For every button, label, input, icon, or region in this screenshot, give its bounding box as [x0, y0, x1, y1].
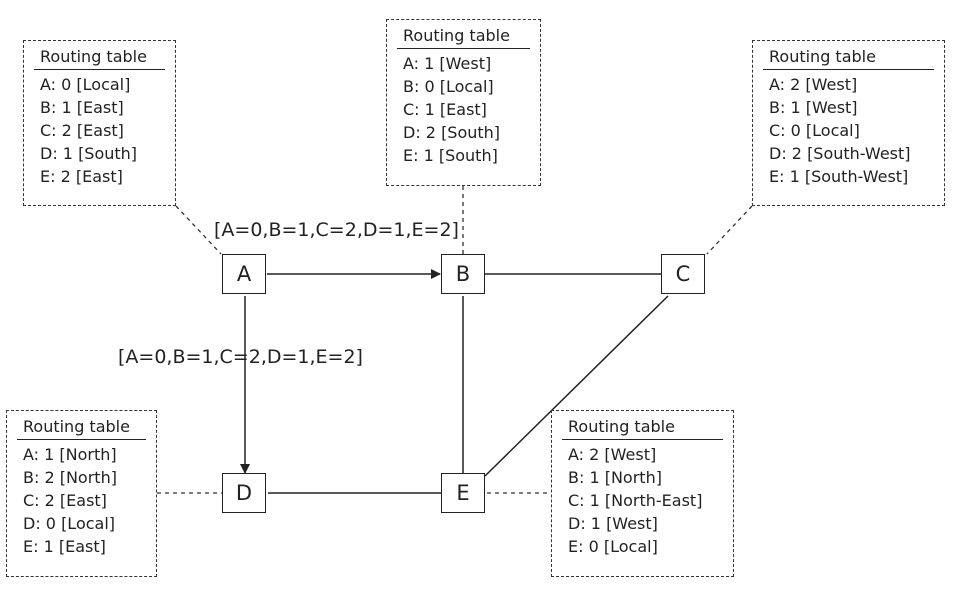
- node-d[interactable]: D: [222, 473, 266, 513]
- node-e[interactable]: E: [441, 473, 485, 513]
- routing-table-row: A: 2 [West]: [568, 445, 657, 464]
- routing-table-row: B: 0 [Local]: [403, 77, 494, 96]
- routing-table-title: Routing table: [17, 417, 146, 440]
- routing-table-row: B: 2 [North]: [23, 468, 117, 487]
- routing-table-row: D: 1 [West]: [568, 514, 658, 533]
- routing-table-row: E: 0 [Local]: [568, 537, 658, 556]
- routing-table-row: C: 0 [Local]: [769, 121, 860, 140]
- routing-table-title: Routing table: [397, 26, 530, 49]
- routing-table-row: A: 2 [West]: [769, 75, 858, 94]
- routing-table-row: B: 1 [West]: [769, 98, 858, 117]
- message-a-to-b: [A=0,B=1,C=2,D=1,E=2]: [214, 219, 459, 241]
- routing-table-row: D: 2 [South-West]: [769, 144, 911, 163]
- routing-table-row: A: 1 [North]: [23, 445, 117, 464]
- routing-table-d: Routing table A: 1 [North] B: 2 [North] …: [6, 410, 157, 577]
- routing-table-row: E: 2 [East]: [40, 167, 123, 186]
- routing-table-row: A: 1 [West]: [403, 54, 492, 73]
- node-b[interactable]: B: [441, 254, 485, 294]
- routing-table-b: Routing table A: 1 [West] B: 0 [Local] C…: [386, 19, 541, 186]
- routing-table-title: Routing table: [763, 47, 934, 70]
- routing-table-row: E: 1 [South]: [403, 146, 498, 165]
- connector-a-table: [175, 205, 222, 255]
- routing-table-row: C: 1 [East]: [403, 100, 487, 119]
- routing-table-row: C: 1 [North-East]: [568, 491, 703, 510]
- routing-table-a: Routing table A: 0 [Local] B: 1 [East] C…: [23, 40, 176, 206]
- node-c[interactable]: C: [661, 254, 705, 294]
- routing-table-title: Routing table: [562, 417, 723, 440]
- message-a-to-d: [A=0,B=1,C=2,D=1,E=2]: [118, 346, 363, 368]
- routing-table-row: B: 1 [East]: [40, 98, 124, 117]
- routing-table-row: B: 1 [North]: [568, 468, 662, 487]
- routing-table-row: E: 1 [East]: [23, 537, 106, 556]
- connector-c-table: [706, 205, 753, 255]
- routing-table-row: D: 0 [Local]: [23, 514, 116, 533]
- routing-table-row: D: 1 [South]: [40, 144, 138, 163]
- edge-c-e: [484, 295, 669, 477]
- routing-table-e: Routing table A: 2 [West] B: 1 [North] C…: [551, 410, 734, 577]
- routing-table-row: C: 2 [East]: [40, 121, 124, 140]
- node-a[interactable]: A: [222, 254, 266, 294]
- routing-table-title: Routing table: [34, 47, 165, 70]
- routing-table-row: D: 2 [South]: [403, 123, 501, 142]
- routing-table-row: A: 0 [Local]: [40, 75, 131, 94]
- routing-table-row: C: 2 [East]: [23, 491, 107, 510]
- routing-table-c: Routing table A: 2 [West] B: 1 [West] C:…: [752, 40, 945, 206]
- routing-table-row: E: 1 [South-West]: [769, 167, 909, 186]
